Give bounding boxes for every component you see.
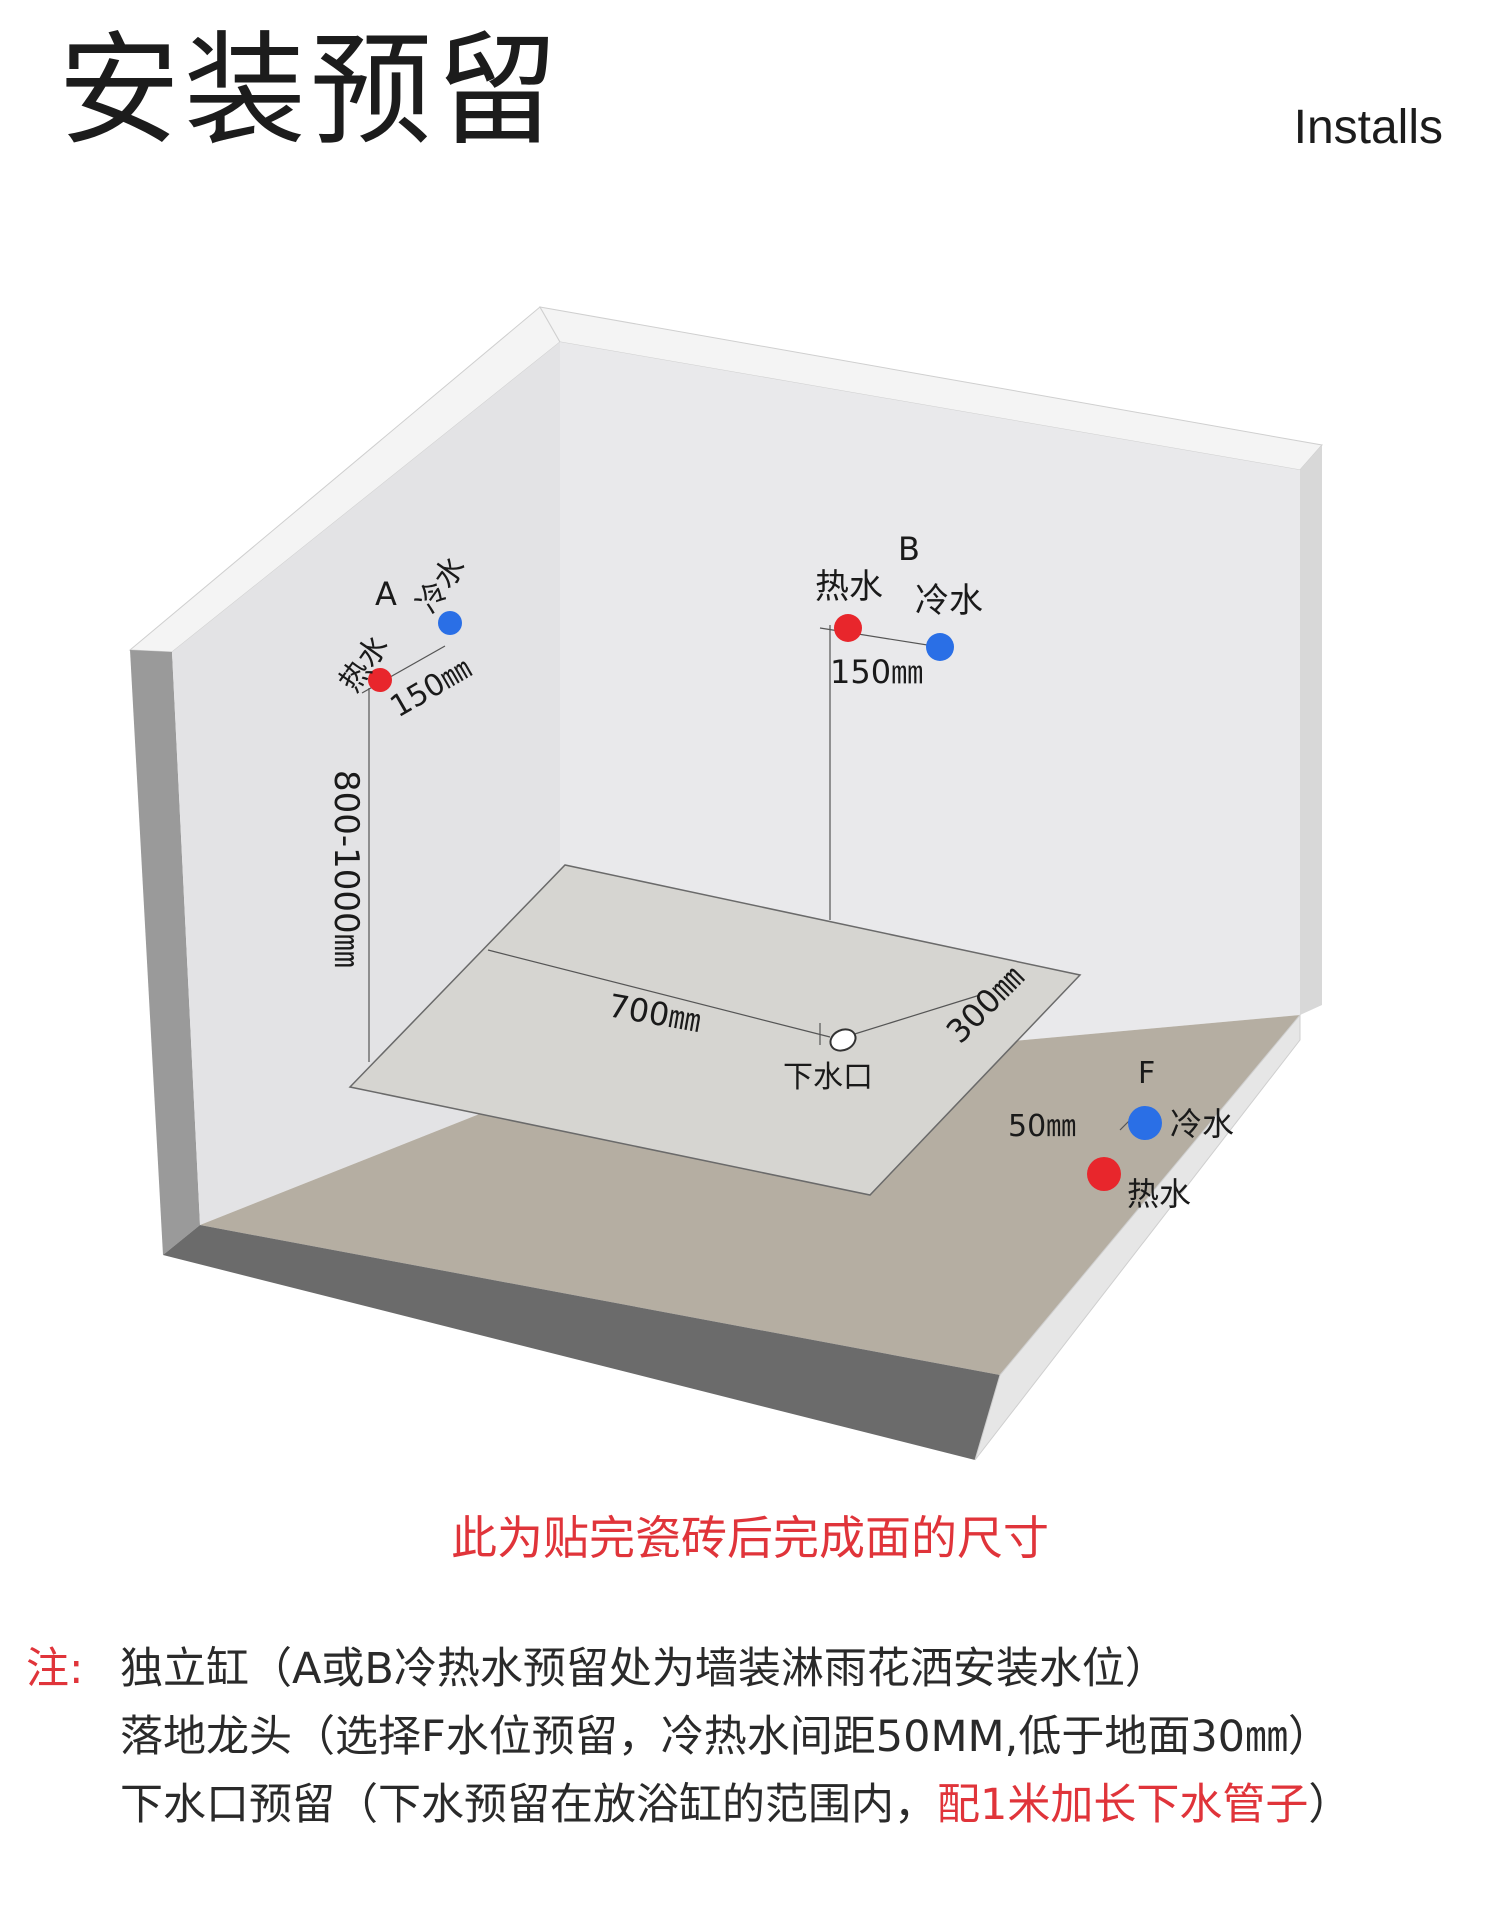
page-title: 安装预留 [58,20,562,162]
back-wall-side-edge [1300,445,1322,1015]
room-installation-diagram: A 热水 冷水 150㎜ 800-1000㎜ B 热水 冷水 150㎜ 700㎜… [128,306,1323,1461]
floor-slab-right [974,1013,1301,1461]
note-line-2: 落地龙头（选择F水位预留，冷热水间距50MM,低于地面30㎜） [26,1703,1351,1771]
cold-water-dot-a [438,611,462,635]
note-line-1: 注: 独立缸（A或B冷热水预留处为墙装淋雨花洒安装水位） [26,1635,1351,1703]
label-point-f: F [1138,1056,1155,1091]
label-height-a: 800-1000㎜ [326,770,366,968]
note-text-3-highlight: 配1米加长下水管子 [937,1780,1309,1830]
label-cold-f: 冷水 [1170,1105,1234,1143]
back-wall-interior [560,342,1300,1082]
label-drain: 下水口 [783,1060,873,1095]
left-wall-front-face [130,650,200,1255]
floor-slab-front [163,1225,1000,1460]
note-text-3-suffix: ） [1308,1780,1352,1830]
hot-water-dot-b [834,614,862,642]
note-text-1: 独立缸（A或B冷热水预留处为墙装淋雨花洒安装水位） [120,1644,1168,1694]
label-cold-b: 冷水 [915,581,983,621]
hot-water-dot-f [1087,1157,1121,1191]
floor [200,1015,1300,1375]
finished-surface-caption: 此为贴完瓷砖后完成面的尺寸 [451,1511,1049,1565]
label-point-b: B [898,530,920,568]
note-line-3: 下水口预留（下水预留在放浴缸的范围内，配1米加长下水管子） [26,1771,1351,1839]
drain-icon [829,1028,857,1052]
label-spacing-f: 50㎜ [1008,1109,1076,1144]
width-line-drain [487,949,831,1038]
note-label: 注: [26,1644,84,1694]
depth-line-drain [844,994,981,1038]
hot-water-dot-a [368,668,392,692]
label-spacing-b: 150㎜ [830,653,923,691]
label-point-a: A [375,575,397,613]
note-text-3-prefix: 下水口预留（下水预留在放浴缸的范围内， [120,1780,937,1830]
note-text-2: 落地龙头（选择F水位预留，冷热水间距50MM,低于地面30㎜） [120,1712,1332,1762]
label-hot-b: 热水 [815,567,883,607]
installation-notes: 注: 独立缸（A或B冷热水预留处为墙装淋雨花洒安装水位） 落地龙头（选择F水位预留… [26,1635,1351,1839]
label-hot-f: 热水 [1127,1175,1191,1213]
cold-water-dot-f [1128,1106,1162,1140]
bathtub-area [348,864,1082,1196]
page-subtitle: Installs [1293,101,1443,154]
cold-water-dot-b [926,633,954,661]
